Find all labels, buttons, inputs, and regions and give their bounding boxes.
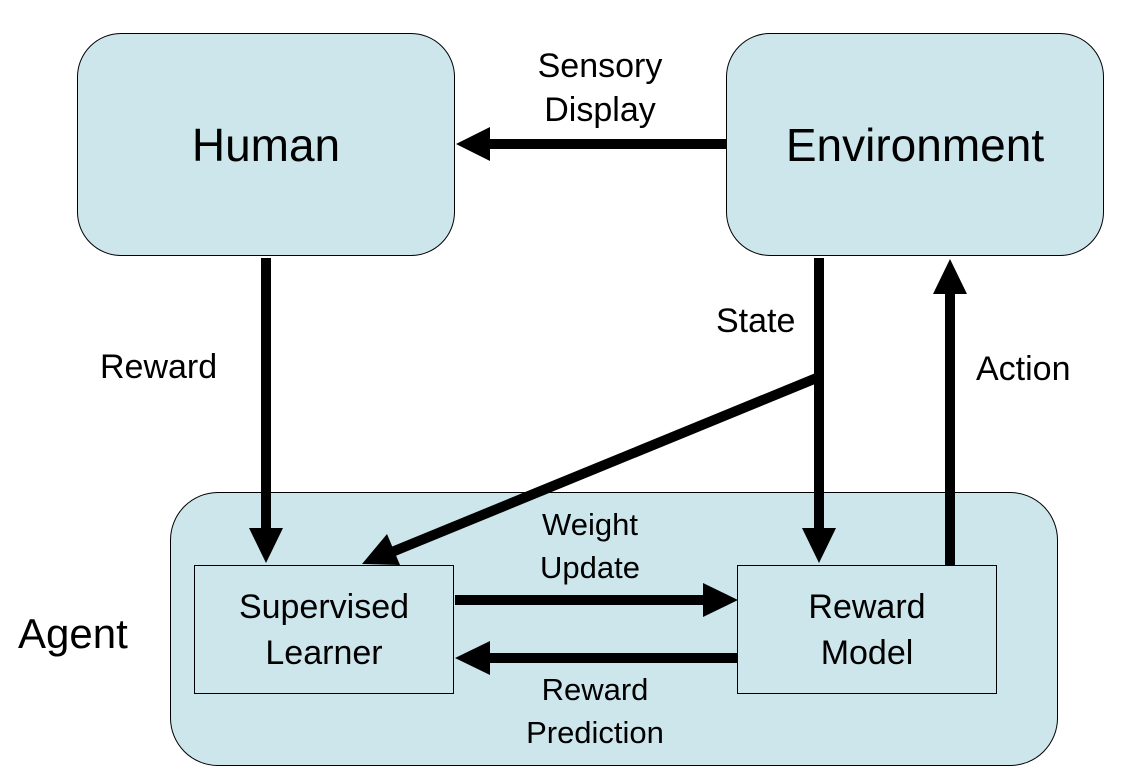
weight-update-label: Weight Update xyxy=(540,507,640,585)
supervised-learner-node: Supervised Learner xyxy=(194,565,454,694)
reward-prediction-label: Reward Prediction xyxy=(526,672,664,750)
reward-label: Reward xyxy=(100,348,218,386)
environment-label: Environment xyxy=(785,118,1045,171)
environment-node: Environment xyxy=(726,33,1104,256)
agent-label: Agent xyxy=(18,610,128,657)
reward-model-node: Reward Model xyxy=(737,565,997,694)
state-label: State xyxy=(716,302,796,340)
sensory-display-label: Sensory Display xyxy=(537,47,663,129)
action-label: Action xyxy=(976,350,1071,388)
supervised-learner-label: Supervised Learner xyxy=(238,587,410,672)
reward-model-label: Reward Model xyxy=(808,587,926,672)
sensory-display-arrow xyxy=(456,127,726,161)
human-label: Human xyxy=(191,118,341,171)
human-node: Human xyxy=(77,33,455,256)
